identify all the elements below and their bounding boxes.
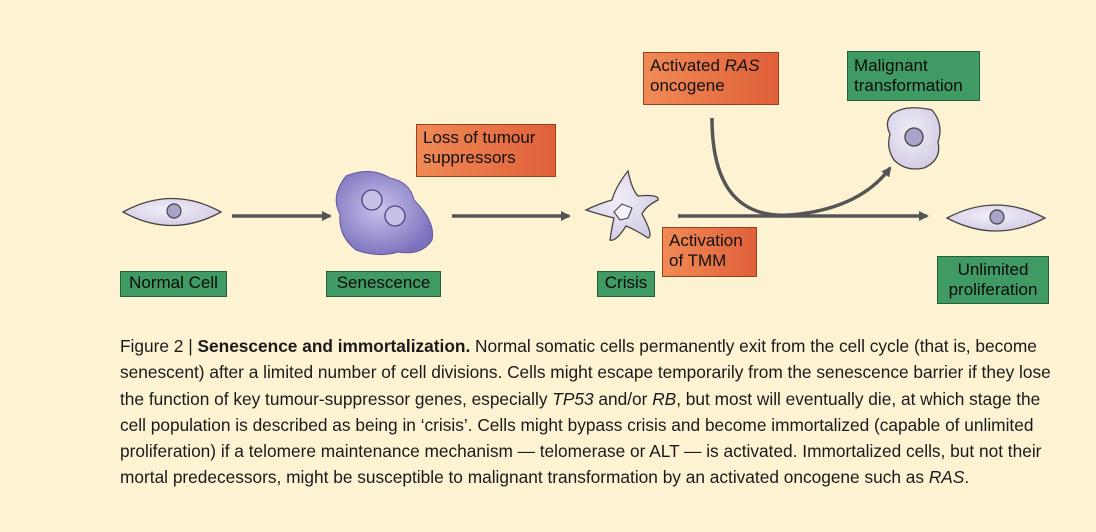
normal-cell-label: Normal Cell: [120, 271, 227, 297]
ras-suffix: oncogene: [650, 76, 725, 95]
caption-title: Senescence and immortalization.: [197, 336, 471, 356]
crisis-cell-icon: [584, 169, 659, 241]
caption-text-1: Normal somatic cells permanently exit fr…: [120, 336, 1051, 409]
ras-prefix: Activated: [650, 56, 725, 75]
activated-ras-oncogene-label: Activated RAS oncogene: [643, 52, 779, 105]
senescent-cell-icon: [335, 171, 434, 256]
caption-text-3: , but most will eventually die, at which…: [120, 388, 1042, 488]
caption-figure-number: Figure 2 |: [120, 336, 198, 356]
loss-of-tumour-suppressors-label: Loss of tumour suppressors: [416, 124, 556, 177]
caption-ras: RAS: [928, 467, 965, 488]
normal-cell-icon: [121, 197, 223, 227]
caption-tp53: TP53: [552, 388, 594, 409]
activation-of-tmm-label: Activation of TMM: [662, 227, 757, 277]
caption-rb: RB: [652, 388, 677, 409]
malignant-cell-icon: [886, 107, 941, 170]
senescence-label: Senescence: [326, 271, 441, 297]
figure-caption: Figure 2 | Senescence and immortalizatio…: [120, 333, 1060, 491]
caption-text-2: and/or: [593, 388, 653, 409]
unlimited-proliferation-label: Unlimited proliferation: [937, 256, 1049, 304]
crisis-label: Crisis: [597, 271, 655, 297]
caption-text-4: .: [964, 467, 970, 488]
arrow-ras-to-malignant: [710, 117, 892, 217]
ras-italic: RAS: [724, 56, 760, 75]
unlimited-cell-icon: [945, 204, 1047, 232]
malignant-transformation-label: Malignant transformation: [847, 51, 980, 101]
